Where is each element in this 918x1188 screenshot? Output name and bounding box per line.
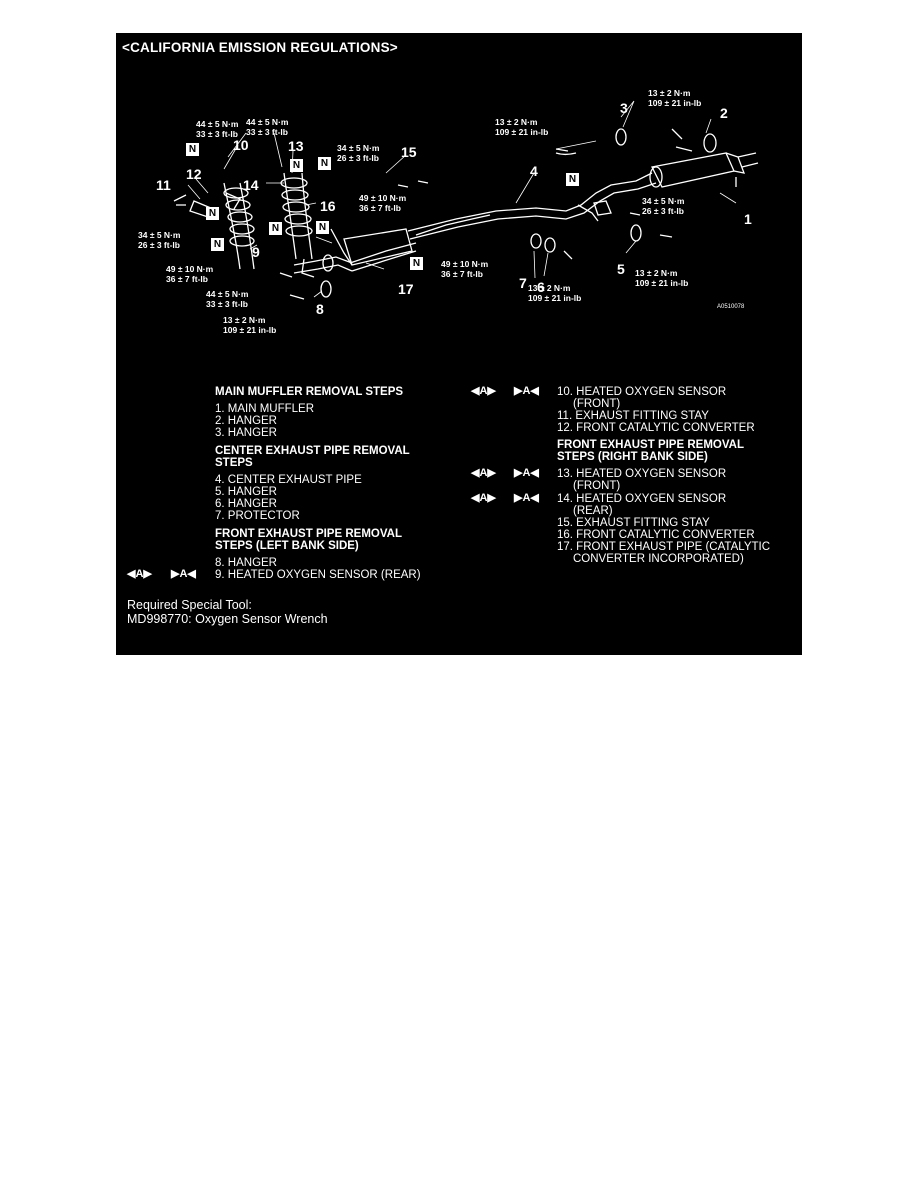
step-item: 16. FRONT CATALYTIC CONVERTER [557,529,755,541]
part-number: 13 [288,138,304,154]
section-title: STEPS [215,457,253,469]
n-mark-icon: N [206,207,219,220]
part-number: 3 [620,100,628,116]
figure-code: A0510078 [717,304,745,310]
step-item: 3. HANGER [215,427,277,439]
torque-spec: 13 ± 2 N·m 109 ± 21 in-lb [648,88,702,108]
n-mark-icon: N [410,257,423,270]
step-item: 6. HANGER [215,498,277,510]
step-item: 13. HEATED OXYGEN SENSOR [557,468,727,480]
step-item: (REAR) [573,505,613,517]
torque-spec: 49 ± 10 N·m 36 ± 7 ft-lb [359,193,407,213]
torque-spec: 49 ± 10 N·m 36 ± 7 ft-lb [166,264,214,284]
part-number: 8 [316,301,324,317]
step-item: (FRONT) [573,480,621,492]
torque-spec: 13 ± 2 N·m 109 ± 21 in-lb [223,315,277,335]
n-mark-icon: N [269,222,282,235]
step-item: 4. CENTER EXHAUST PIPE [215,474,362,486]
n-mark-icon: N [566,173,579,186]
exhaust-system-illustration [173,100,759,300]
n-mark-icon: N [211,238,224,251]
torque-spec: 34 ± 5 N·m 26 ± 3 ft-lb [138,230,181,250]
part-number: 1 [744,211,752,227]
part-number: 9 [252,244,260,260]
step-item: 9. HEATED OXYGEN SENSOR (REAR) [215,569,421,581]
part-number: 5 [617,261,625,277]
part-number: 16 [320,198,336,214]
torque-spec: 44 ± 5 N·m 33 ± 3 ft-lb [246,117,289,137]
torque-spec: 13 ± 2 N·m 109 ± 21 in-lb [528,283,582,303]
marker-right: ▶A◀ [171,568,196,580]
torque-spec: 13 ± 2 N·m 109 ± 21 in-lb [495,117,549,137]
section-title: CENTER EXHAUST PIPE REMOVAL [215,445,410,457]
step-item: 1. MAIN MUFFLER [215,403,315,415]
part-number: 4 [530,163,538,179]
step-item: 14. HEATED OXYGEN SENSOR [557,493,727,505]
step-item: 8. HANGER [215,557,277,569]
step-item: 12. FRONT CATALYTIC CONVERTER [557,422,755,434]
section-title: FRONT EXHAUST PIPE REMOVAL [557,439,744,451]
torque-spec: 34 ± 5 N·m 26 ± 3 ft-lb [642,196,685,216]
part-number: 6 [537,279,545,295]
part-number: 14 [243,177,259,193]
section-title: FRONT EXHAUST PIPE REMOVAL [215,528,402,540]
torque-spec: 13 ± 2 N·m 109 ± 21 in-lb [635,268,689,288]
part-number: 17 [398,281,414,297]
step-item: 7. PROTECTOR [215,510,300,522]
part-number: 7 [519,275,527,291]
part-number: 2 [720,105,728,121]
step-item: 11. EXHAUST FITTING STAY [557,410,709,422]
section-title: STEPS (RIGHT BANK SIDE) [557,451,708,463]
marker-left: ◀A▶ [127,568,152,580]
torque-spec: 34 ± 5 N·m 26 ± 3 ft-lb [337,143,380,163]
n-mark-icon: N [186,143,199,156]
special-tool-value: MD998770: Oxygen Sensor Wrench [127,612,328,626]
figure-panel: <CALIFORNIA EMISSION REGULATIONS> [116,33,802,655]
torque-spec: 49 ± 10 N·m 36 ± 7 ft-lb [441,259,489,279]
header-title: <CALIFORNIA EMISSION REGULATIONS> [122,40,398,55]
torque-spec: 44 ± 5 N·m 33 ± 3 ft-lb [206,289,249,309]
step-item: 10. HEATED OXYGEN SENSOR [557,386,727,398]
n-mark-icon: N [290,159,303,172]
n-mark-icon: N [316,221,329,234]
step-item: 15. EXHAUST FITTING STAY [557,517,710,529]
step-item: 5. HANGER [215,486,277,498]
step-item: CONVERTER INCORPORATED) [573,553,744,565]
step-item: 17. FRONT EXHAUST PIPE (CATALYTIC [557,541,771,553]
marker-right: ▶A◀ [514,385,539,397]
part-number: 15 [401,144,417,160]
part-number: 10 [233,137,249,153]
marker-right: ▶A◀ [514,492,539,504]
section-title: STEPS (LEFT BANK SIDE) [215,540,359,552]
special-tool-label: Required Special Tool: [127,598,252,612]
marker-left: ◀A▶ [471,492,496,504]
part-number: 11 [156,177,171,193]
n-mark-icon: N [318,157,331,170]
torque-spec: 44 ± 5 N·m 33 ± 3 ft-lb [196,119,239,139]
marker-left: ◀A▶ [471,467,496,479]
step-item: 2. HANGER [215,415,277,427]
marker-left: ◀A▶ [471,385,496,397]
marker-right: ▶A◀ [514,467,539,479]
step-item: (FRONT) [573,398,621,410]
part-number: 12 [186,166,202,182]
section-title: MAIN MUFFLER REMOVAL STEPS [215,386,404,398]
